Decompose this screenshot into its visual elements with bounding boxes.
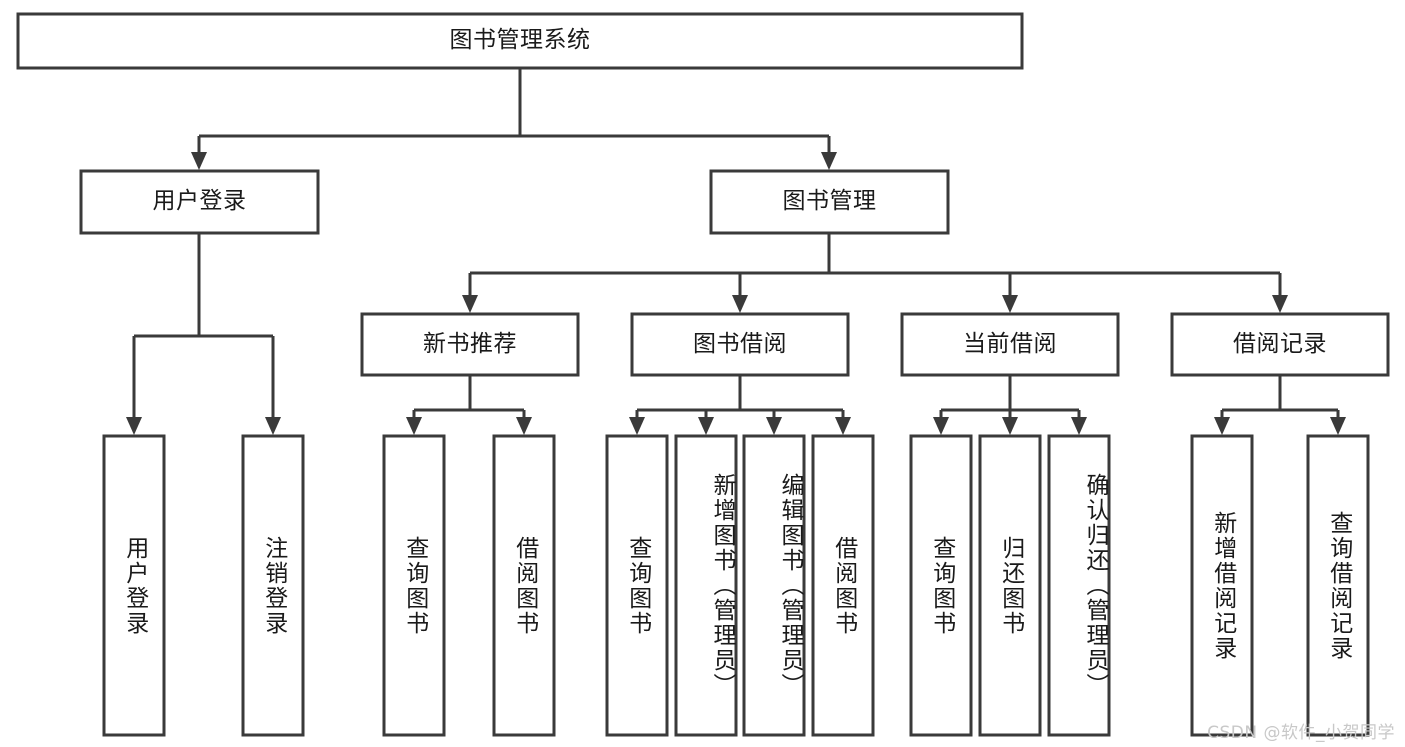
node-book-manage-box[interactable] bbox=[709, 169, 950, 235]
arrowhead-br-leaf-1 bbox=[1214, 417, 1230, 435]
arrowhead-to-new-book-recommend bbox=[462, 295, 478, 313]
node-borrow-record-box[interactable] bbox=[1170, 312, 1390, 377]
arrowhead-user-login-leaf-1 bbox=[126, 417, 142, 435]
leaf-borrow-book-2-box[interactable] bbox=[811, 434, 875, 737]
arrowhead-bb-leaf-1 bbox=[629, 417, 645, 435]
leaf-add-book-box[interactable] bbox=[674, 434, 738, 737]
leaf-borrow-book-1-box[interactable] bbox=[492, 434, 556, 737]
arrowhead-to-current-borrow bbox=[1002, 295, 1018, 313]
arrowhead-bb-leaf-3 bbox=[766, 417, 782, 435]
arrowhead-cb-leaf-2 bbox=[1002, 417, 1018, 435]
arrowhead-to-book-manage bbox=[821, 152, 837, 170]
leaf-query-book-1-box[interactable] bbox=[382, 434, 446, 737]
leaf-query-book-3-box[interactable] bbox=[909, 434, 973, 737]
arrowhead-br-leaf-2 bbox=[1330, 417, 1346, 435]
leaf-query-book-2-box[interactable] bbox=[605, 434, 669, 737]
arrowhead-cb-leaf-3 bbox=[1071, 417, 1087, 435]
arrowhead-to-borrow-record bbox=[1272, 295, 1288, 313]
arrowhead-nbr-leaf-1 bbox=[406, 417, 422, 435]
node-current-borrow-box[interactable] bbox=[900, 312, 1120, 377]
leaf-query-record-box[interactable] bbox=[1306, 434, 1370, 737]
node-book-borrow-box[interactable] bbox=[630, 312, 850, 377]
leaf-user-login-box[interactable] bbox=[102, 434, 166, 737]
node-user-login-box[interactable] bbox=[79, 169, 320, 235]
leaf-user-logout-box[interactable] bbox=[241, 434, 305, 737]
arrowhead-to-user-login bbox=[191, 152, 207, 170]
leaf-confirm-return-box[interactable] bbox=[1047, 434, 1111, 737]
leaf-edit-book-box[interactable] bbox=[742, 434, 806, 737]
arrowhead-bb-leaf-4 bbox=[835, 417, 851, 435]
node-new-book-recommend-box[interactable] bbox=[360, 312, 580, 377]
arrowhead-user-login-leaf-2 bbox=[265, 417, 281, 435]
arrowhead-to-book-borrow bbox=[732, 295, 748, 313]
arrowhead-cb-leaf-1 bbox=[933, 417, 949, 435]
arrowhead-nbr-leaf-2 bbox=[516, 417, 532, 435]
leaf-add-record-box[interactable] bbox=[1190, 434, 1254, 737]
leaf-return-book-box[interactable] bbox=[978, 434, 1042, 737]
node-root-box[interactable] bbox=[16, 12, 1024, 70]
arrowhead-bb-leaf-2 bbox=[698, 417, 714, 435]
